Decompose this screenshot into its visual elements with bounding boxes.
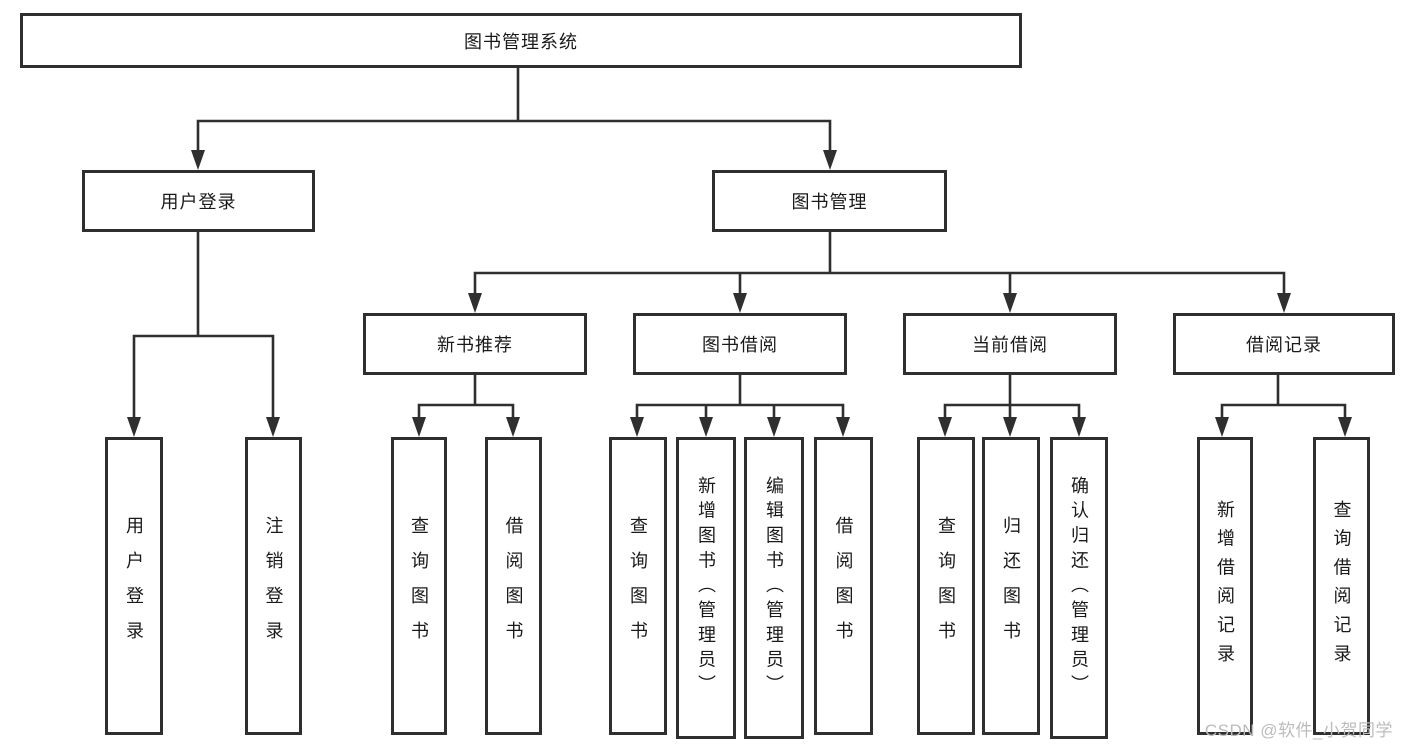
- node-borrow-records-label: 借阅记录: [1246, 335, 1322, 355]
- leaf-user-login-label: 用户登录: [124, 515, 144, 657]
- leaf-logout-label: 注销登录: [263, 515, 284, 657]
- node-book-management-label: 图书管理: [791, 192, 868, 212]
- leaf-records-query-record: 查询借阅记录: [1313, 437, 1370, 735]
- node-current-borrowing: 当前借阅: [903, 313, 1117, 375]
- node-root-label: 图书管理系统: [464, 31, 578, 52]
- leaf-newrec-borrow-books: 借阅图书: [485, 437, 542, 735]
- leaf-logout: 注销登录: [245, 437, 302, 735]
- leaf-newrec-query-books-label: 查询图书: [409, 515, 429, 657]
- leaf-records-add-record: 新增借阅记录: [1197, 437, 1253, 735]
- leaf-borrowing-borrow-books-label: 借阅图书: [833, 515, 854, 657]
- leaf-current-return-books-label: 归还图书: [1001, 515, 1021, 657]
- leaf-user-login: 用户登录: [105, 437, 163, 735]
- node-book-management: 图书管理: [712, 170, 947, 232]
- node-book-borrowing-label: 图书借阅: [702, 335, 778, 355]
- leaf-borrowing-query-books-label: 查询图书: [628, 515, 648, 657]
- leaf-borrowing-edit-books-admin-label: 编辑图书（管理员）: [764, 476, 784, 700]
- node-user-login: 用户登录: [82, 170, 315, 232]
- node-user-login-label: 用户登录: [160, 192, 237, 212]
- csdn-watermark: CSDN @软件_小贺同学: [1204, 721, 1393, 740]
- leaf-newrec-query-books: 查询图书: [391, 437, 447, 735]
- leaf-current-confirm-return-admin-label: 确认归还（管理员）: [1069, 476, 1089, 700]
- leaf-current-query-books: 查询图书: [917, 437, 975, 735]
- leaf-borrowing-query-books: 查询图书: [609, 437, 667, 735]
- leaf-borrowing-edit-books-admin: 编辑图书（管理员）: [744, 437, 804, 739]
- leaf-borrowing-add-books-admin: 新增图书（管理员）: [676, 437, 736, 739]
- arrowheads: [127, 150, 1352, 437]
- node-current-borrowing-label: 当前借阅: [972, 335, 1048, 355]
- node-new-book-recommend-label: 新书推荐: [437, 335, 513, 355]
- node-root: 图书管理系统: [20, 13, 1022, 68]
- node-book-borrowing: 图书借阅: [633, 313, 847, 375]
- leaf-current-confirm-return-admin: 确认归还（管理员）: [1050, 437, 1108, 739]
- leaf-records-add-record-label: 新增借阅记录: [1215, 499, 1235, 673]
- node-borrow-records: 借阅记录: [1173, 313, 1395, 375]
- leaf-borrowing-add-books-admin-label: 新增图书（管理员）: [696, 476, 716, 700]
- leaf-records-query-record-label: 查询借阅记录: [1331, 499, 1352, 673]
- leaf-newrec-borrow-books-label: 借阅图书: [503, 515, 524, 657]
- leaf-current-query-books-label: 查询图书: [936, 515, 956, 657]
- node-new-book-recommend: 新书推荐: [363, 313, 587, 375]
- leaf-borrowing-borrow-books: 借阅图书: [814, 437, 873, 735]
- leaf-current-return-books: 归还图书: [982, 437, 1040, 735]
